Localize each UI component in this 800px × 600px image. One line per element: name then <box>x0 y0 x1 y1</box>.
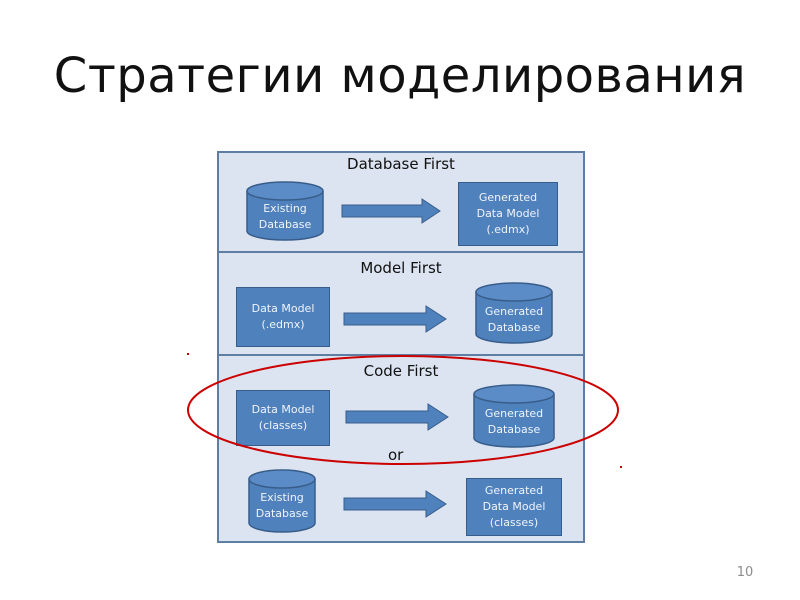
generated-database-cylinder <box>473 384 555 448</box>
or-separator: or <box>388 446 404 464</box>
existing-database-cylinder <box>246 181 324 241</box>
data-model-edmx-box: Data Model (.edmx) <box>236 287 330 347</box>
arrow-right-icon <box>343 490 447 518</box>
generated-database-cylinder <box>475 282 553 344</box>
section-heading-database-first: Database First <box>347 155 455 173</box>
arrow-right-icon <box>343 305 447 333</box>
existing-database-label: Existing Database <box>258 202 312 231</box>
red-dot-mark <box>620 466 622 468</box>
slide-title: Стратегии моделирования <box>53 48 747 104</box>
highlight-ellipse <box>187 355 619 465</box>
section-heading-code-first: Code First <box>363 362 439 380</box>
arrow-right-icon <box>345 403 449 431</box>
slide-number: 10 <box>736 565 754 580</box>
section-heading-model-first: Model First <box>360 259 442 277</box>
data-model-classes-box: Data Model (classes) <box>236 390 330 446</box>
existing-database-label: Existing Database <box>255 491 309 520</box>
arrow-right-icon <box>341 198 441 224</box>
section-divider <box>217 251 585 253</box>
generated-database-label: Generated Database <box>484 407 544 436</box>
section-divider <box>217 354 585 356</box>
red-dot-mark <box>187 353 189 355</box>
generated-database-label: Generated Database <box>484 305 544 334</box>
generated-data-model-classes-box: Generated Data Model (classes) <box>466 478 562 536</box>
existing-database-cylinder <box>248 469 316 533</box>
generated-data-model-box: Generated Data Model (.edmx) <box>458 182 558 246</box>
